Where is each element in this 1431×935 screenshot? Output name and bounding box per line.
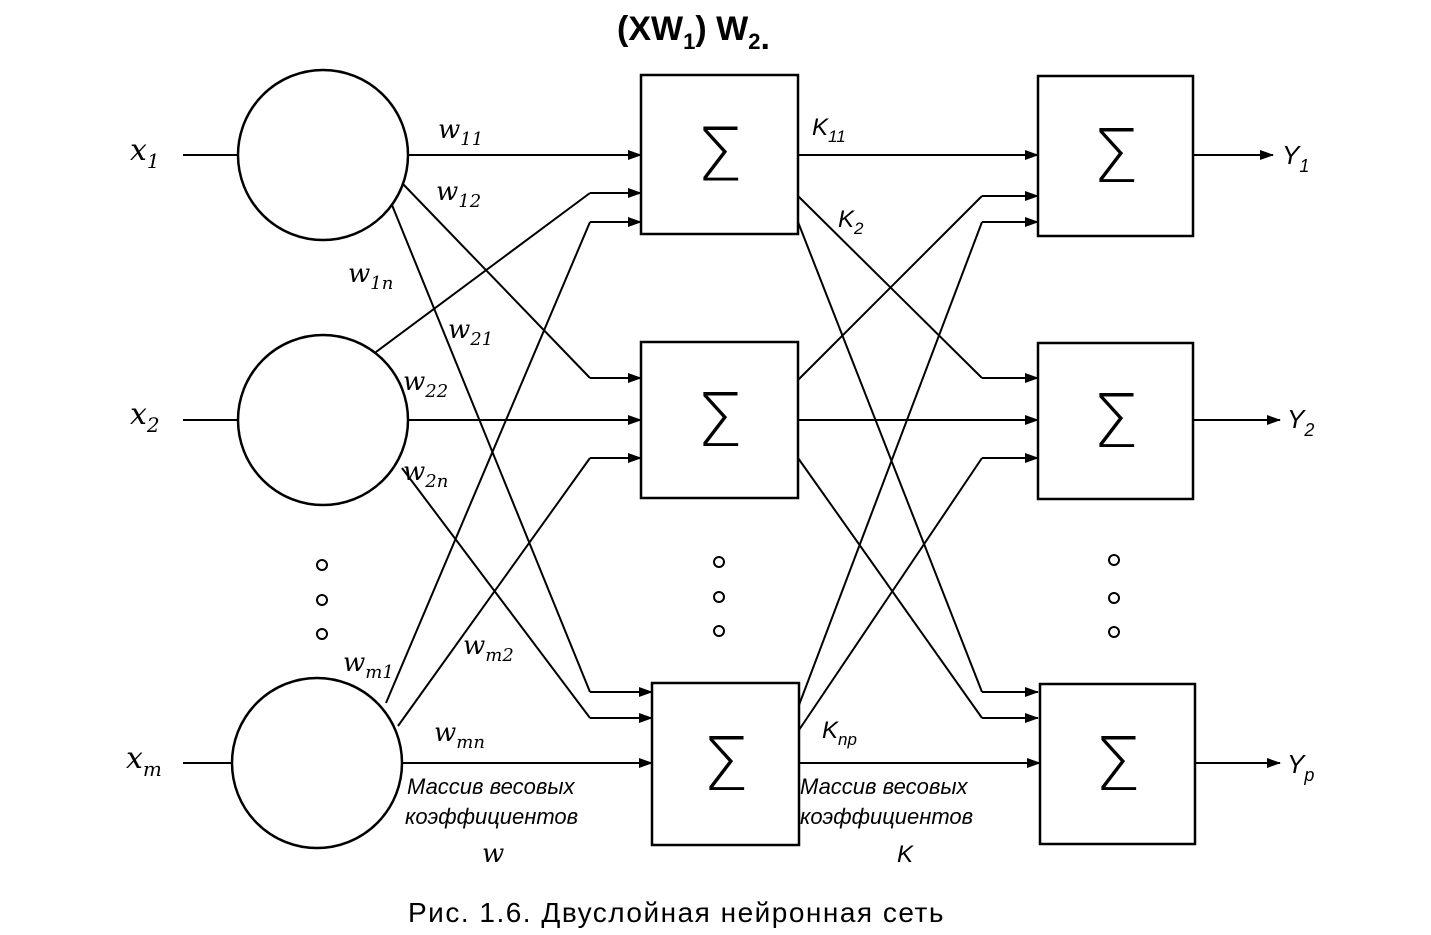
weight-label-wm2: wm2 (463, 631, 514, 666)
input-neurons (230, 68, 410, 850)
formula-sub2: 2 (748, 29, 760, 54)
ellipsis-dot (316, 628, 328, 640)
weight-label-w12: w12 (436, 177, 481, 212)
weight-label-wmn: wmn (434, 718, 485, 753)
array-w-line2: коэффициентов (405, 804, 578, 829)
connection-line (798, 457, 983, 731)
input-neuron-2 (236, 333, 410, 507)
connection-line (797, 195, 983, 381)
formula-mid: ) W (695, 10, 749, 48)
output-sum-box-2: Σ (1036, 341, 1195, 501)
sigma-icon: Σ (696, 113, 743, 199)
connection-line (385, 221, 591, 704)
formula-main: (XW (617, 10, 684, 48)
array-w-line1: Массив весовых (407, 774, 576, 799)
formula-dot: . (760, 19, 769, 57)
sigma-icon: Σ (1094, 722, 1141, 808)
output-sum-box-2-frame (1036, 341, 1195, 501)
ellipsis-dots (316, 554, 1120, 640)
sigma-icon: Σ (696, 378, 743, 464)
connection-line (397, 457, 591, 727)
connection-lines (183, 150, 1281, 768)
output-sum-box-1: Σ (1036, 74, 1195, 238)
input-neuron-m (230, 676, 404, 850)
weight-label-w1n: w1n (348, 259, 393, 294)
ellipsis-dot (713, 556, 725, 568)
array-w-symbol: w (482, 839, 504, 869)
weight-label-w22: w22 (403, 367, 448, 402)
connection-line (797, 221, 983, 693)
hidden-sum-box-2-frame (639, 340, 800, 500)
array-k-line1: Массив весовых (800, 774, 969, 799)
output-sum-box-1-frame (1036, 74, 1195, 238)
array-k-line2: коэффициентов (800, 804, 973, 829)
weight-label-w11: w11 (438, 115, 483, 150)
connection-line (401, 467, 591, 719)
output-sum-box-p: Σ (1038, 682, 1197, 846)
output-label-y2: Y2 (1287, 404, 1314, 440)
connection-line (391, 204, 591, 693)
ellipsis-dot (713, 625, 725, 637)
ellipsis-dot (316, 594, 328, 606)
ellipsis-dot (1108, 554, 1120, 566)
weight-label-wm1: wm1 (343, 648, 394, 683)
weight-label-w2n: w2n (403, 457, 448, 492)
hidden-sum-box-1: Σ (639, 73, 800, 236)
connection-line (798, 221, 983, 706)
sigma-icon: Σ (1092, 114, 1139, 200)
ellipsis-dot (1108, 592, 1120, 604)
sigma-icon: Σ (1092, 379, 1139, 465)
connection-line (797, 457, 983, 719)
ellipsis-dot (713, 591, 725, 603)
array-k-symbol: K (897, 841, 914, 868)
connection-line (401, 182, 591, 379)
hidden-sum-box-n-frame (650, 681, 801, 847)
weight-label-knp: Knp (822, 717, 857, 749)
input-neuron-1 (236, 68, 410, 242)
output-label-yp: Yp (1287, 749, 1314, 785)
figure-caption: Рис. 1.6. Двуслойная нейронная сеть (408, 897, 945, 928)
hidden-sum-box-n: Σ (650, 681, 801, 847)
weight-label-k2: K2 (838, 206, 864, 238)
input-label-x1: x1 (130, 133, 160, 173)
ellipsis-dot (1108, 626, 1120, 638)
sigma-icon: Σ (702, 722, 749, 808)
input-label-x2: x2 (130, 397, 160, 437)
hidden-sum-box-2: Σ (639, 340, 800, 500)
connection-line (375, 192, 591, 353)
formula-sub1: 1 (683, 29, 695, 54)
output-sum-box-p-frame (1038, 682, 1197, 846)
hidden-sum-box-1-frame (639, 73, 800, 236)
sum-boxes: Σ Σ Σ Σ Σ Σ (639, 73, 1197, 847)
input-label-xm: xm (126, 741, 162, 781)
output-label-y1: Y1 (1282, 140, 1309, 176)
weight-label-k11: K11 (812, 114, 846, 146)
weight-label-w21: w21 (448, 315, 493, 350)
formula-heading: (XW1) W2. (617, 10, 770, 57)
ellipsis-dot (316, 559, 328, 571)
